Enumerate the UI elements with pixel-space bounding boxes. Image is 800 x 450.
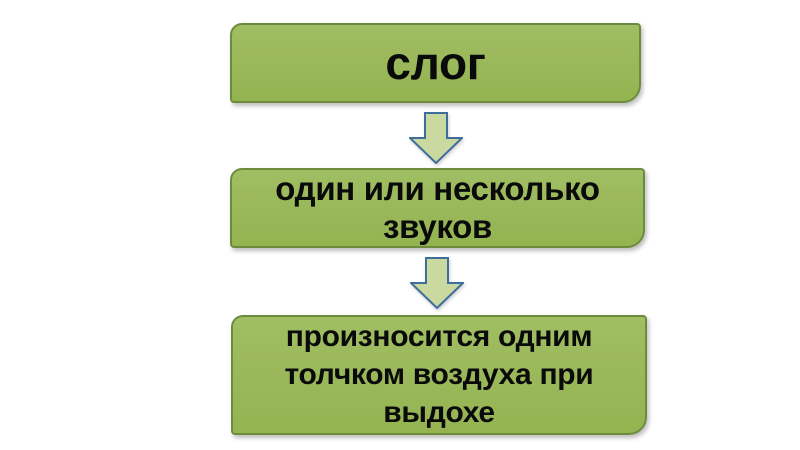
down-block-arrow-icon	[409, 112, 463, 164]
diagram-node-term-label: слог	[385, 37, 486, 89]
diagram-node-term: слог	[230, 23, 641, 103]
diagram-node-composition: один или несколько звуков	[230, 168, 645, 248]
diagram-node-composition-label: один или несколько звуков	[275, 170, 600, 245]
diagram-node-articulation-label: произносится одним толчком воздуха при в…	[284, 320, 594, 429]
down-block-arrow-icon	[410, 257, 464, 309]
diagram-node-articulation: произносится одним толчком воздуха при в…	[231, 315, 647, 435]
